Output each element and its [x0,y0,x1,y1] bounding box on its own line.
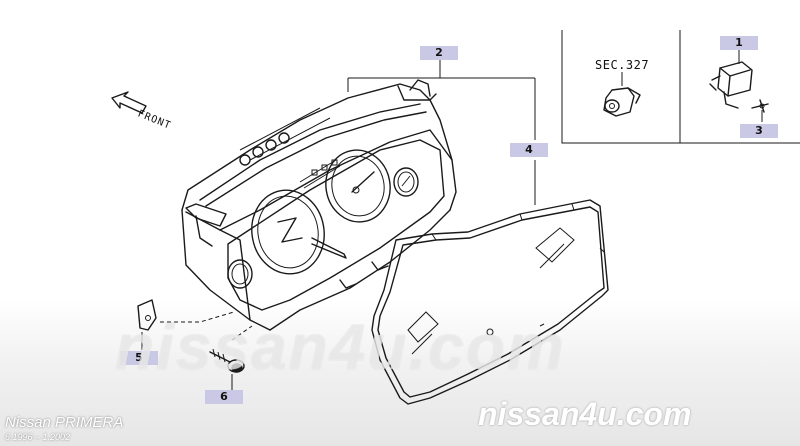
callout-part-2: 2 [420,46,458,60]
part5-dash-leader [160,311,235,323]
clip5-part-drawing [137,299,157,331]
watermark-small: nissan4u.com [478,396,692,432]
callout-part-4: 4 [510,143,548,157]
model-years: 6.1996 – 1.2002 [5,432,71,442]
socket-part-drawing [603,87,641,117]
callout-part-1: 1 [720,36,758,50]
clip-part-drawing [751,99,769,113]
watermark-large: nissan4u.com [115,311,566,383]
cluster-lens-drawing [371,199,609,405]
relay-part-drawing [709,61,753,109]
front-arrow-drawing [111,91,147,114]
inset-frame-sec327 [561,30,681,144]
callout-part-5: 5 [120,351,158,365]
part2-leader [347,58,535,92]
callout-part-3: 3 [740,124,778,138]
model-title: Nissan PRIMERA [5,414,124,431]
section-reference-label: SEC.327 [595,58,650,72]
callout-part-6: 6 [205,390,243,404]
meter-cluster-drawing [181,79,457,331]
screw6-part-drawing [209,348,245,373]
